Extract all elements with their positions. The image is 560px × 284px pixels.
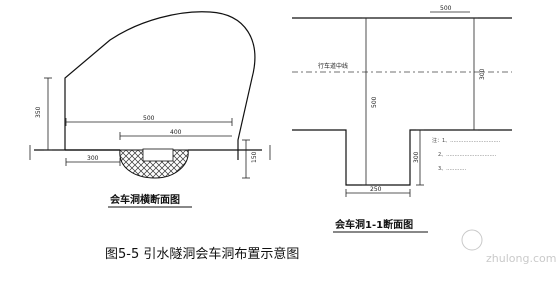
dim-width-inner: 400	[170, 129, 182, 136]
right-centerline: 行车道中线	[292, 62, 512, 73]
note-3: 3、…………	[438, 166, 466, 172]
right-diagram-title: 会车洞1-1断面图	[335, 218, 413, 231]
centerline-label: 行车道中线	[318, 62, 348, 70]
right-section	[292, 17, 512, 186]
dim-vertical-right: 300	[479, 68, 486, 80]
dim-recess-width: 250	[370, 186, 382, 193]
notes-block: 注：1、………………………… 2、………………………… 3、…………	[432, 137, 500, 172]
dim-width-total: 500	[143, 115, 155, 122]
dim-width-bottom-left: 300	[87, 155, 99, 162]
dim-height-left: 350	[35, 106, 42, 118]
dim-height-right: 150	[251, 151, 258, 163]
note-2: 2、…………………………	[438, 152, 496, 158]
left-cross-section	[34, 11, 262, 179]
recess-outline	[292, 129, 512, 186]
dim-vertical-big: 500	[371, 96, 378, 108]
left-dimensions	[29, 77, 271, 179]
left-diagram-title: 会车洞横断面图	[110, 193, 180, 206]
watermark: zhulong.com	[461, 229, 556, 265]
tunnel-outline	[64, 11, 256, 160]
dim-top-label: 500	[440, 5, 452, 12]
note-1: 注：1、…………………………	[432, 137, 500, 144]
figure-caption: 图5-5 引水隧洞会车洞布置示意图	[105, 246, 299, 262]
watermark-text: zhulong.com	[486, 252, 556, 265]
dim-recess-depth: 300	[413, 151, 420, 163]
right-dimensions	[345, 11, 478, 197]
